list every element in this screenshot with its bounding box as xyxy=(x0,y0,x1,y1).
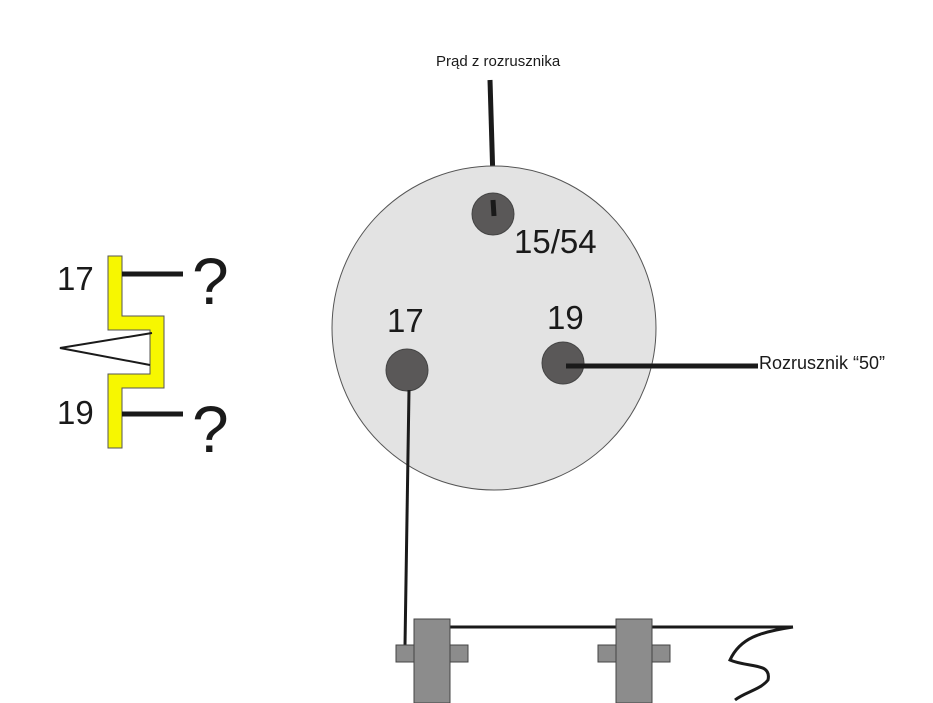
terminal-15-54-label: 15/54 xyxy=(514,223,597,260)
terminal-17-wire xyxy=(403,389,411,646)
connector-disc xyxy=(331,165,657,491)
switch-17-label: 17 xyxy=(57,260,94,297)
switch-17-question: ? xyxy=(192,244,229,318)
mounting-bar-break xyxy=(728,625,794,702)
top-wire-end xyxy=(490,199,497,217)
terminal-19 xyxy=(541,341,585,385)
top-wire-label: Prąd z rozrusznika xyxy=(436,53,561,70)
terminal-17 xyxy=(385,348,429,392)
left-bracket-post xyxy=(413,618,451,703)
terminal-19-label: 19 xyxy=(547,299,584,336)
switch-19-label: 19 xyxy=(57,394,94,431)
switch-19-question: ? xyxy=(192,392,229,466)
switch-contact-arrow xyxy=(59,332,153,366)
terminal-17-label: 17 xyxy=(387,302,424,339)
right-wire-label: Rozrusznik “50” xyxy=(759,353,885,373)
switch-yellow-body xyxy=(107,255,165,449)
right-bracket-post xyxy=(615,618,653,703)
